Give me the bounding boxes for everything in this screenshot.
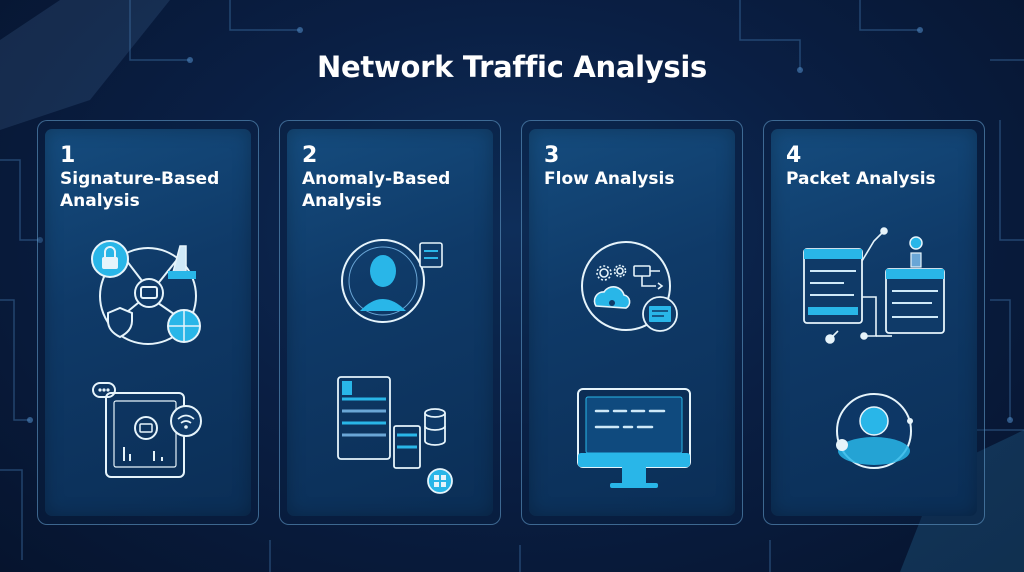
card-signature-based: 1 Signature-Based Analysis — [37, 120, 259, 525]
lock-icon — [91, 240, 129, 278]
anomaly-illustration — [337, 239, 453, 494]
network-hub-icon — [134, 278, 164, 308]
dashboard-window-icon — [642, 296, 678, 332]
monitor-icon — [577, 388, 691, 488]
card-title: Flow Analysis — [544, 169, 675, 189]
flow-chart-icon — [633, 265, 664, 290]
card-panel — [45, 129, 251, 516]
network-tree-icon — [825, 227, 892, 344]
server-panel-icon — [885, 268, 945, 334]
card-title: Packet Analysis — [786, 169, 936, 189]
signature-illustration — [91, 240, 202, 478]
card-anomaly-based: 2 Anomaly-Based Analysis — [279, 120, 501, 525]
server-panel-icon — [419, 242, 443, 268]
card-number: 1 — [60, 143, 76, 168]
flow-illustration — [577, 241, 691, 488]
chat-bubble-icon — [92, 382, 116, 398]
robot-arm-icon — [909, 236, 923, 268]
page-title: Network Traffic Analysis — [317, 50, 707, 84]
globe-icon — [167, 309, 201, 343]
card-title: Signature-Based Analysis — [60, 169, 220, 211]
gear-icon — [596, 264, 627, 281]
ai-brain-icon — [836, 393, 913, 469]
card-number: 3 — [544, 143, 560, 168]
user-profile-icon — [341, 239, 425, 323]
tablet-dashboard-icon — [105, 392, 185, 478]
network-node-icon — [427, 468, 453, 494]
card-flow-analysis: 3 Flow Analysis — [521, 120, 743, 525]
card-packet-analysis: 4 Packet Analysis — [763, 120, 985, 525]
cloud-icon — [593, 286, 631, 309]
card-number: 2 — [302, 143, 318, 168]
dashboard-window-icon — [803, 248, 863, 324]
card-number: 4 — [786, 143, 802, 168]
card-title: Anomaly-Based Analysis — [302, 169, 451, 211]
network-ring-icon — [99, 247, 197, 345]
router-icon — [168, 245, 196, 279]
database-icon — [424, 408, 446, 446]
server-rack-icon — [337, 376, 421, 469]
shield-icon — [107, 306, 133, 339]
wifi-icon — [170, 405, 202, 437]
packet-illustration — [803, 227, 945, 469]
